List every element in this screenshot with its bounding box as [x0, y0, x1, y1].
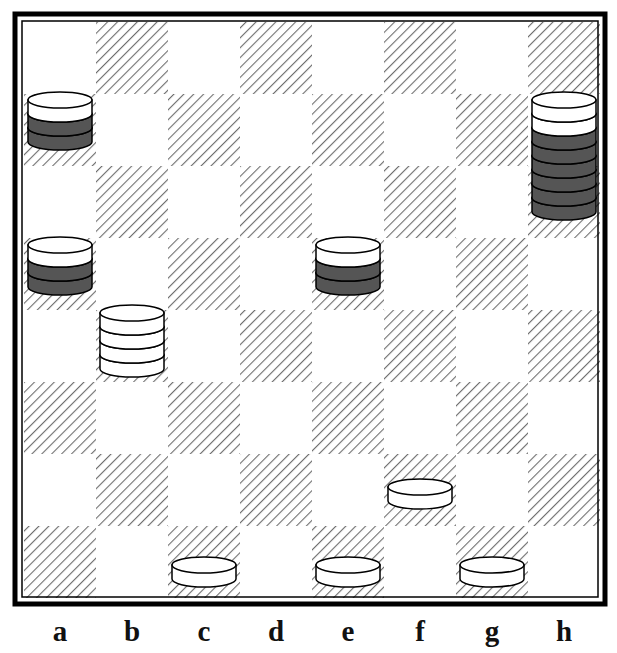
board-square — [168, 454, 240, 526]
board-square — [384, 238, 456, 310]
board-square — [168, 310, 240, 382]
board-square — [240, 166, 312, 238]
piece-stack — [316, 237, 380, 295]
board-square — [240, 238, 312, 310]
piece-top — [28, 92, 92, 108]
board-square — [456, 238, 528, 310]
file-label: f — [400, 614, 440, 648]
board-square — [384, 22, 456, 94]
board-square — [240, 22, 312, 94]
file-label: a — [40, 614, 80, 648]
board-square — [312, 310, 384, 382]
piece-top — [532, 92, 596, 108]
board-square — [312, 382, 384, 454]
board-square — [528, 22, 600, 94]
board-square — [96, 238, 168, 310]
piece-stack — [28, 92, 92, 150]
board-square — [528, 238, 600, 310]
piece-stack — [28, 237, 92, 295]
board-square — [96, 454, 168, 526]
piece-top — [172, 557, 236, 573]
file-label: b — [112, 614, 152, 648]
board-square — [384, 94, 456, 166]
file-label: d — [256, 614, 296, 648]
board-square — [24, 382, 96, 454]
board-square — [240, 454, 312, 526]
board-square — [24, 310, 96, 382]
file-label: g — [472, 614, 512, 648]
board-square — [240, 526, 312, 598]
board-square — [312, 526, 384, 598]
board-square — [24, 22, 96, 94]
board-square — [456, 310, 528, 382]
piece-stack — [316, 557, 380, 587]
board-square — [312, 238, 384, 310]
piece-top — [316, 237, 380, 253]
board-square — [168, 22, 240, 94]
board-square — [312, 166, 384, 238]
board-square — [312, 454, 384, 526]
board-square — [528, 454, 600, 526]
board-square — [168, 94, 240, 166]
board-square — [528, 310, 600, 382]
board-square — [456, 94, 528, 166]
board-square — [384, 382, 456, 454]
board-square — [240, 310, 312, 382]
piece-top — [316, 557, 380, 573]
board-square — [168, 382, 240, 454]
file-label: c — [184, 614, 224, 648]
board-square — [96, 22, 168, 94]
board-square — [168, 526, 240, 598]
board-square — [456, 22, 528, 94]
piece-stack — [460, 557, 524, 587]
board-square — [240, 94, 312, 166]
piece-stack — [532, 92, 596, 220]
board-square — [456, 454, 528, 526]
board-square — [24, 238, 96, 310]
board-square — [168, 166, 240, 238]
piece-stack — [172, 557, 236, 587]
board-square — [96, 382, 168, 454]
board-square — [168, 238, 240, 310]
board-square — [456, 166, 528, 238]
piece-top — [28, 237, 92, 253]
board-square — [24, 526, 96, 598]
board-square — [384, 526, 456, 598]
board-square — [528, 382, 600, 454]
file-label: e — [328, 614, 368, 648]
piece-stack — [100, 305, 164, 377]
piece-top — [388, 479, 452, 495]
board-square — [96, 94, 168, 166]
board-square — [24, 454, 96, 526]
board-square — [312, 94, 384, 166]
board-square — [384, 454, 456, 526]
board-square — [456, 526, 528, 598]
board-square — [96, 166, 168, 238]
file-label: h — [544, 614, 584, 648]
board-square — [384, 166, 456, 238]
board-square — [384, 310, 456, 382]
board-square — [96, 526, 168, 598]
board-square — [456, 382, 528, 454]
board-square — [528, 526, 600, 598]
board-square — [240, 382, 312, 454]
piece-top — [100, 305, 164, 321]
board-square — [24, 166, 96, 238]
board-square — [312, 22, 384, 94]
piece-top — [460, 557, 524, 573]
piece-stack — [388, 479, 452, 509]
